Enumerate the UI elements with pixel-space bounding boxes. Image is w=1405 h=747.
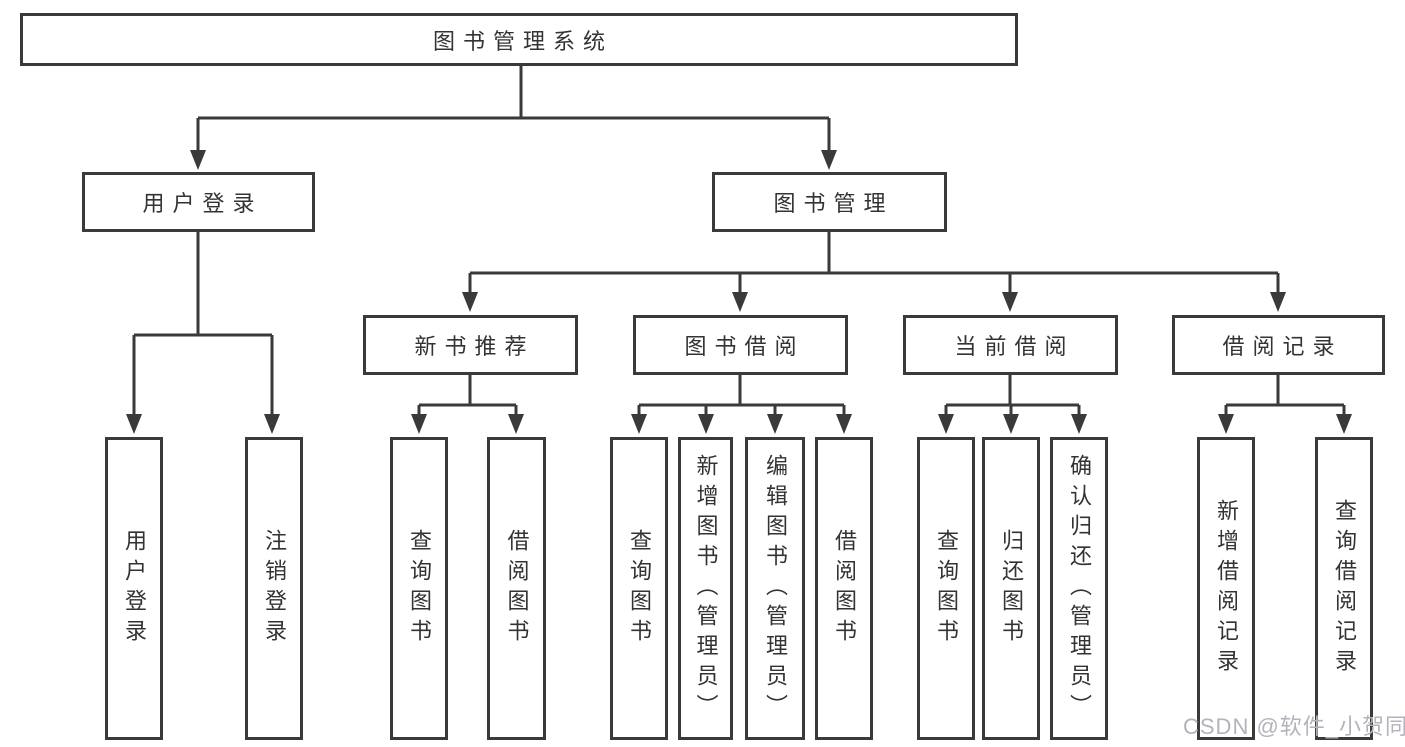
node-new-book-recommend: 新书推荐 [363, 315, 578, 375]
node-borrowing-records: 借阅记录 [1172, 315, 1385, 375]
node-library-system: 图书管理系统 [20, 13, 1018, 66]
leaf-records-query-record: 查询借阅记录 [1315, 437, 1373, 740]
node-label: 查询图书 [407, 528, 432, 649]
node-label: 注销登录 [262, 528, 287, 649]
node-label: 归还图书 [999, 528, 1024, 649]
node-book-management: 图书管理 [712, 172, 947, 232]
node-book-borrowing: 图书借阅 [633, 315, 848, 375]
node-label: 当前借阅 [954, 334, 1075, 359]
node-label: 确认归还（管理员） [1067, 453, 1092, 724]
node-label: 新书推荐 [414, 334, 535, 359]
leaf-current-query-books: 查询图书 [917, 437, 975, 740]
leaf-borrowing-edit-books-admin: 编辑图书（管理员） [745, 437, 805, 740]
node-label: 查询图书 [627, 528, 652, 649]
node-label: 借阅图书 [832, 528, 857, 649]
node-label: 新增借阅记录 [1214, 498, 1239, 679]
node-label: 图书管理系统 [432, 28, 613, 54]
leaf-borrowing-add-books-admin: 新增图书（管理员） [678, 437, 733, 740]
node-label: 用户登录 [122, 528, 147, 649]
node-label: 图书借阅 [684, 334, 805, 359]
node-label: 新增图书（管理员） [693, 453, 719, 724]
leaf-current-confirm-return-admin: 确认归还（管理员） [1050, 437, 1108, 740]
leaf-records-add-record: 新增借阅记录 [1197, 437, 1255, 740]
node-label: 借阅记录 [1222, 334, 1343, 359]
watermark-text: CSDN @软件_小贺同学 [1183, 714, 1405, 739]
node-label: 查询借阅记录 [1332, 498, 1357, 679]
leaf-borrowing-query-books: 查询图书 [610, 437, 668, 740]
leaf-recommend-borrow-books: 借阅图书 [487, 437, 546, 740]
node-label: 图书管理 [773, 191, 894, 216]
leaf-borrowing-borrow-books: 借阅图书 [815, 437, 873, 740]
node-user-login: 用户登录 [82, 172, 315, 232]
node-label: 用户登录 [142, 191, 263, 216]
leaf-user-login: 用户登录 [105, 437, 163, 740]
node-label: 编辑图书（管理员） [763, 453, 788, 724]
node-current-borrowing: 当前借阅 [903, 315, 1118, 375]
node-label: 查询图书 [934, 528, 959, 649]
node-label: 借阅图书 [504, 528, 530, 649]
leaf-logout: 注销登录 [245, 437, 303, 740]
leaf-recommend-query-books: 查询图书 [390, 437, 448, 740]
leaf-current-return-books: 归还图书 [982, 437, 1040, 740]
